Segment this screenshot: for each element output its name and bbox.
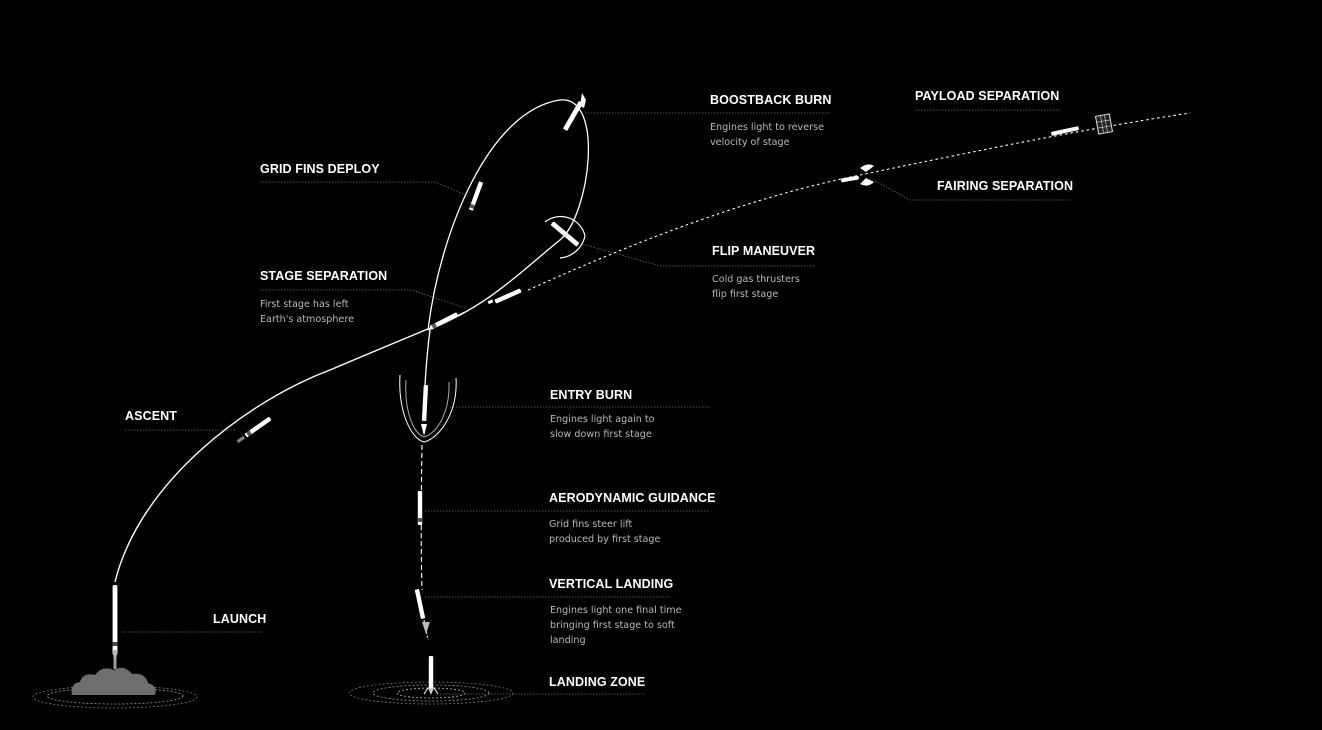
ascent-title: ASCENT bbox=[125, 409, 177, 423]
stage-separation-title: STAGE SEPARATION bbox=[260, 269, 388, 283]
boostback-burn-title: BOOSTBACK BURN bbox=[710, 93, 832, 107]
launch-title: LAUNCH bbox=[213, 612, 267, 626]
vertical-landing-desc-1: Engines light one final time bbox=[550, 605, 682, 616]
boostback-burn-desc-2: velocity of stage bbox=[710, 137, 790, 148]
stage-separation-desc-1: First stage has left bbox=[260, 299, 349, 310]
fairing-halves bbox=[841, 164, 874, 186]
boostback-plume bbox=[580, 93, 586, 108]
ascent-trajectory bbox=[114, 311, 466, 583]
rockets bbox=[112, 93, 1114, 695]
vertical-landing-desc-3: landing bbox=[550, 635, 586, 646]
flip-arc bbox=[544, 215, 586, 259]
boostback-burn-desc-1: Engines light to reverse bbox=[710, 122, 824, 133]
launch-pad bbox=[32, 655, 198, 709]
entry-burn-arcs bbox=[399, 374, 457, 443]
fairing-separation-title: FAIRING SEPARATION bbox=[937, 179, 1074, 193]
satellite-payload bbox=[1094, 113, 1114, 135]
vertical-landing-desc-2: bringing first stage to soft bbox=[550, 620, 675, 631]
payload-separation-title: PAYLOAD SEPARATION bbox=[915, 89, 1060, 103]
entry-burn-flame bbox=[421, 424, 427, 436]
flip-maneuver-desc-1: Cold gas thrusters bbox=[712, 274, 800, 285]
flip-maneuver-title: FLIP MANEUVER bbox=[712, 244, 816, 258]
landing-flame bbox=[422, 622, 430, 634]
aerodynamic-guidance-desc-2: produced by first stage bbox=[549, 534, 661, 545]
entry-burn-desc-1: Engines light again to bbox=[550, 414, 655, 425]
leader-lines bbox=[122, 109, 1070, 695]
first-stage-return-trajectory bbox=[420, 99, 590, 641]
entry-burn-title: ENTRY BURN bbox=[550, 388, 633, 402]
vertical-landing-title: VERTICAL LANDING bbox=[549, 577, 674, 591]
aerodynamic-guidance-desc-1: Grid fins steer lift bbox=[549, 519, 633, 530]
aerodynamic-guidance-title: AERODYNAMIC GUIDANCE bbox=[549, 491, 716, 505]
landing-zone-title: LANDING ZONE bbox=[549, 675, 646, 689]
landing-zone-flame bbox=[428, 688, 434, 695]
grid-fins-deploy-title: GRID FINS DEPLOY bbox=[260, 162, 380, 176]
stage-separation-desc-2: Earth's atmosphere bbox=[260, 314, 354, 325]
flip-maneuver-desc-2: flip first stage bbox=[712, 289, 779, 300]
second-stage-trajectory bbox=[527, 112, 1191, 291]
entry-burn-desc-2: slow down first stage bbox=[550, 429, 652, 440]
